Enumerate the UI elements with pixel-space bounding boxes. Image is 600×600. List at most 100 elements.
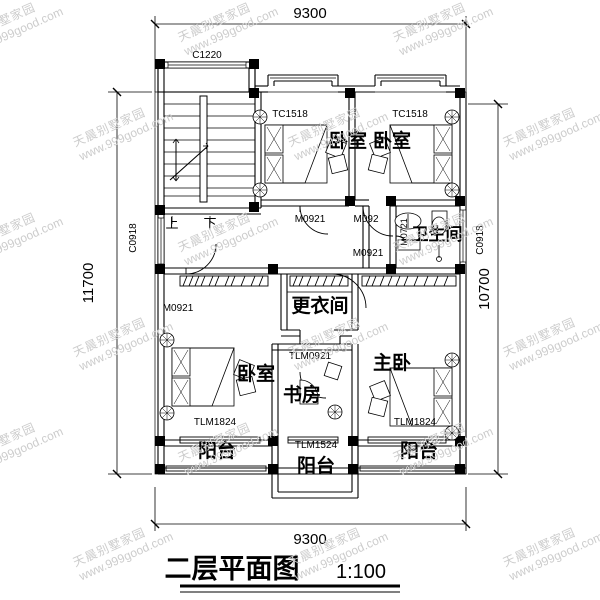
watermark-line1: 天晨别墅家园	[500, 105, 578, 150]
staircase	[163, 91, 256, 224]
bathroom-fixtures	[394, 210, 448, 262]
furniture-beds	[159, 109, 460, 441]
opening-label-window_c0918_left: C0918	[128, 223, 139, 253]
structural-columns	[155, 59, 465, 474]
watermark-line1: 天晨别墅家园	[70, 105, 148, 150]
watermark-line2: www.999good.com	[396, 214, 496, 269]
room-label-study: 书房	[283, 383, 321, 406]
opening-label-door_m0921_c: M0921	[353, 248, 384, 259]
watermark-line2: www.999good.com	[291, 319, 391, 374]
window-glazing	[157, 61, 467, 265]
room-label-balcony_right: 阳台	[400, 439, 438, 462]
opening-label-door_m0921_b: M092	[353, 214, 378, 225]
watermark-line1: 天晨别墅家园	[390, 420, 468, 465]
watermark-line2: www.999good.com	[396, 4, 496, 59]
drawing-title: 二层平面图	[165, 554, 300, 584]
watermark-line2: www.999good.com	[0, 4, 66, 59]
study-furniture	[299, 361, 343, 420]
room-label-bedroom_top_left: 卧室	[329, 129, 367, 152]
watermark-line2: www.999good.com	[506, 319, 600, 374]
opening-label-window_c0918_right: C0918	[475, 225, 486, 255]
dim-left-overall: 11700	[80, 263, 97, 304]
watermark-line1: 天晨别墅家园	[285, 105, 363, 150]
room-label-bathroom: 卫生间	[412, 224, 463, 244]
watermark-line1: 天晨别墅家园	[390, 210, 468, 255]
watermark-line2: www.999good.com	[291, 109, 391, 164]
watermark-line2: www.999good.com	[506, 109, 600, 164]
watermark-line2: www.999good.com	[181, 214, 281, 269]
door-swings	[185, 205, 409, 399]
watermark-line1: 天晨别墅家园	[390, 0, 468, 45]
walls	[157, 61, 467, 499]
opening-label-window_tc1518_right: TC1518	[392, 109, 428, 120]
opening-label-door_m0921_a: M0921	[295, 214, 326, 225]
opening-label-door_tlm1524: TLM1524	[295, 440, 338, 451]
dimension-labels: 9300 9300 11700 10700	[80, 5, 493, 548]
room-label-balcony_left: 阳台	[198, 439, 236, 462]
balcony-sliding-doors	[165, 436, 456, 472]
stair-down-label: 下	[203, 216, 216, 231]
dim-bottom-overall: 9300	[293, 531, 326, 548]
opening-label-door_m0721: M0721	[399, 218, 409, 246]
stair-up-label: 上	[165, 216, 178, 231]
watermark-line1: 天晨别墅家园	[500, 525, 578, 570]
watermark-line1: 天晨别墅家园	[70, 525, 148, 570]
room-label-balcony_center: 阳台	[297, 454, 335, 477]
title-block: 二层平面图 1:100	[165, 554, 400, 593]
watermark-line2: www.999good.com	[76, 109, 176, 164]
watermark-line2: www.999good.com	[291, 529, 391, 584]
watermark-line2: www.999good.com	[396, 424, 496, 479]
room-label-master_bedroom: 主卧	[373, 352, 411, 374]
room-label-bedroom_top_right: 卧室	[373, 129, 411, 152]
watermark-line1: 天晨别墅家园	[175, 210, 253, 255]
watermark-line1: 天晨别墅家园	[285, 315, 363, 360]
stair-direction-labels: 上下	[165, 216, 216, 231]
room-labels: 卧室卧室卫生间更衣间卧室书房主卧阳台阳台阳台	[198, 129, 463, 477]
watermark-line2: www.999good.com	[181, 4, 281, 59]
railing-hatch	[179, 275, 457, 287]
drawing-scale: 1:100	[336, 561, 386, 583]
opening-label-window_c1220: C1220	[192, 50, 222, 61]
watermark-line1: 天晨别墅家园	[175, 0, 253, 45]
opening-label-door_tlm1824_left: TLM1824	[194, 417, 237, 428]
watermark-line2: www.999good.com	[76, 529, 176, 584]
watermark-line1: 天晨别墅家园	[0, 0, 38, 45]
room-label-bedroom_bottom_left: 卧室	[237, 362, 275, 385]
watermark-line1: 天晨别墅家园	[175, 420, 253, 465]
opening-label-door_m0921_d: M0921	[163, 303, 194, 314]
watermark-line1: 天晨别墅家园	[285, 525, 363, 570]
dim-right-overall: 10700	[476, 268, 493, 310]
watermark-line2: www.999good.com	[76, 319, 176, 374]
room-label-dressing_room: 更衣间	[291, 294, 348, 317]
dimension-lines	[108, 16, 508, 531]
watermark-line2: www.999good.com	[0, 214, 66, 269]
watermark-line2: www.999good.com	[506, 529, 600, 584]
watermark-line2: www.999good.com	[0, 424, 66, 479]
dim-top-overall: 9300	[293, 5, 326, 22]
watermark-line1: 天晨别墅家园	[0, 420, 38, 465]
opening-label-window_tc1518_left: TC1518	[272, 109, 308, 120]
watermark-line1: 天晨别墅家园	[0, 210, 38, 255]
